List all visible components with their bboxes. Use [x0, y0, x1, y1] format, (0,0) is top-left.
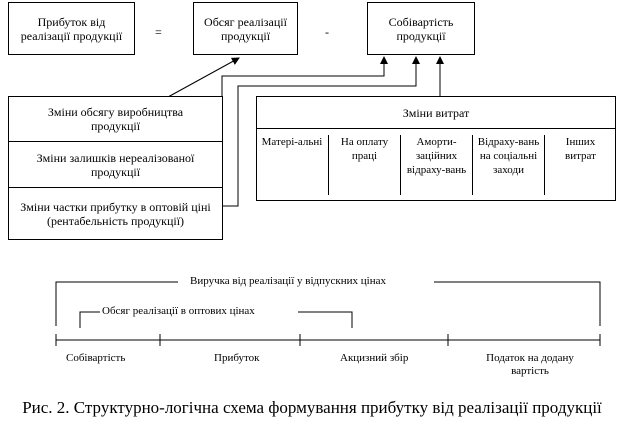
revenue-bracket	[55, 281, 178, 326]
profit-box: Прибуток від реалізації продукції	[8, 2, 135, 55]
cost-item-other: Інших витрат	[544, 135, 616, 195]
wholesale-bracket	[79, 311, 100, 328]
cost-item-depreciation: Аморти-заційних відраху-вань	[400, 135, 472, 195]
part-excise: Акцизний збір	[340, 352, 409, 365]
minus-sign: -	[325, 25, 329, 39]
arrow-production-to-volume	[167, 57, 240, 98]
cost-item-wages: На оплату праці	[328, 135, 400, 195]
profit-share-change-box: Зміни частки прибутку в оптовій ціні (ре…	[8, 187, 223, 240]
wholesale-label: Обсяг реалізації в оптових цінах	[100, 305, 257, 318]
costs-header: Зміни витрат	[256, 96, 616, 129]
cost-item-social: Відраху-вань на соціальні заходи	[472, 135, 544, 195]
cost-item-materials: Матері-альні	[261, 136, 323, 148]
revenue-label: Виручка від реалізації у відпускних ціна…	[186, 275, 390, 288]
volume-box: Обсяг реалізації продукції	[193, 2, 298, 55]
cost-box: Собівартість продукції	[367, 2, 475, 55]
stock-change-box: Зміни залишків нереалізованої продукції	[8, 141, 223, 188]
equals-sign: =	[155, 25, 162, 39]
part-profit: Прибуток	[214, 352, 260, 365]
part-vat: Податок на додану вартість	[468, 352, 592, 378]
arrow-share-to-cost	[222, 56, 420, 207]
part-cost: Собівартість	[66, 352, 126, 365]
costs-row	[256, 128, 616, 201]
figure-caption: Рис. 2. Структурно-логічна схема формува…	[22, 398, 602, 417]
production-change-box: Зміни обсягу виробництва продукції	[8, 96, 223, 142]
